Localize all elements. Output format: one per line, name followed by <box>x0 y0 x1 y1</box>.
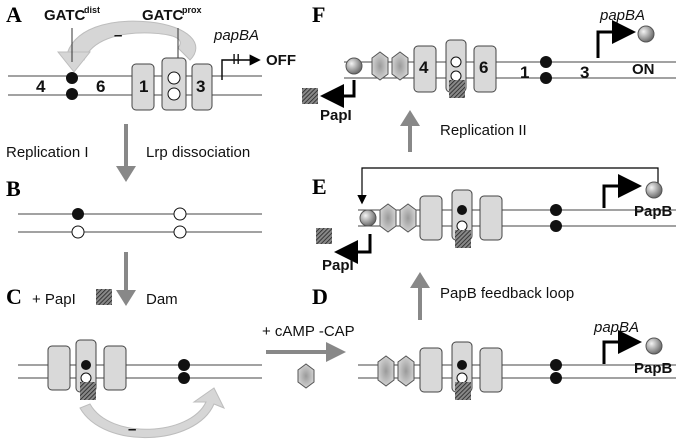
promoter-arrow-e <box>602 174 642 208</box>
papi-label-e: PapI <box>322 257 354 274</box>
panel-e-letter: E <box>312 174 327 199</box>
autoregulation-arrow <box>65 20 197 61</box>
gatc-prox-superscript: prox <box>182 5 202 15</box>
methyl-dist-bottom <box>66 88 78 100</box>
promoter-arrow-on <box>596 20 636 58</box>
unmethyl-prox-top <box>167 71 181 85</box>
papi-promoter-arrow-e <box>334 234 372 264</box>
gene-label-f: papBA <box>599 7 645 24</box>
lrp-box-a3 <box>191 63 213 111</box>
cap-protein-icon <box>297 363 315 389</box>
papb-label-e: PapB <box>634 203 673 220</box>
gatc-prox-label: GATC <box>142 7 184 24</box>
unmethyl-prox-bottom <box>167 87 181 101</box>
methyl-dist-top <box>66 72 78 84</box>
gene-label-a: papBA <box>213 27 259 44</box>
panel-a-letter: A <box>6 2 22 27</box>
gatc-dist-label: GATC <box>44 7 86 24</box>
step-lrp-dissociation: Lrp dissociation <box>146 144 250 161</box>
arrow-e-to-f <box>400 110 420 126</box>
svg-text:3: 3 <box>580 63 589 82</box>
svg-text:1: 1 <box>520 63 529 82</box>
step-camp-cap: + cAMP -CAP <box>262 323 355 340</box>
inhibition-sign-a: – <box>114 27 122 44</box>
arrow-c-to-d <box>326 342 346 362</box>
promoter-arrow-d <box>602 330 642 364</box>
svg-text:4: 4 <box>419 58 429 77</box>
svg-text:II: II <box>232 51 240 68</box>
panel-b-letter: B <box>6 176 21 201</box>
step-replication-1: Replication I <box>6 144 89 161</box>
panel-f-letter: F <box>312 2 325 27</box>
site-4-a: 4 <box>36 77 46 96</box>
gatc-dist-superscript: dist <box>84 5 100 15</box>
panel-d-letter: D <box>312 284 328 309</box>
arrow-a-to-b <box>116 166 136 182</box>
papi-promoter-arrow-f <box>320 80 356 108</box>
inhibition-sign-c: – <box>128 421 136 438</box>
svg-text:6: 6 <box>479 58 488 77</box>
dam-methylation-arrow <box>79 387 226 438</box>
panel-c-letter: C <box>6 284 22 309</box>
feedback-arrow <box>357 167 659 205</box>
site-6-a: 6 <box>96 77 105 96</box>
papb-label-d: PapB <box>634 360 673 377</box>
arrow-b-to-c <box>116 290 136 306</box>
svg-text:1: 1 <box>139 77 148 96</box>
papi-protein-c <box>96 289 112 305</box>
svg-text:3: 3 <box>196 77 205 96</box>
state-on: ON <box>632 61 655 78</box>
lrp-box-a1 <box>131 63 155 111</box>
gene-label-d: papBA <box>593 319 639 336</box>
step-papb-feedback: PapB feedback loop <box>440 285 574 302</box>
state-off: OFF <box>266 52 296 69</box>
step-replication-2: Replication II <box>440 122 527 139</box>
papi-label-f: PapI <box>320 107 352 124</box>
step-dam: Dam <box>146 291 178 308</box>
promoter-arrow-off <box>221 54 261 80</box>
arrow-d-to-e <box>410 272 430 288</box>
step-plus-papi: + PapI <box>32 291 76 308</box>
